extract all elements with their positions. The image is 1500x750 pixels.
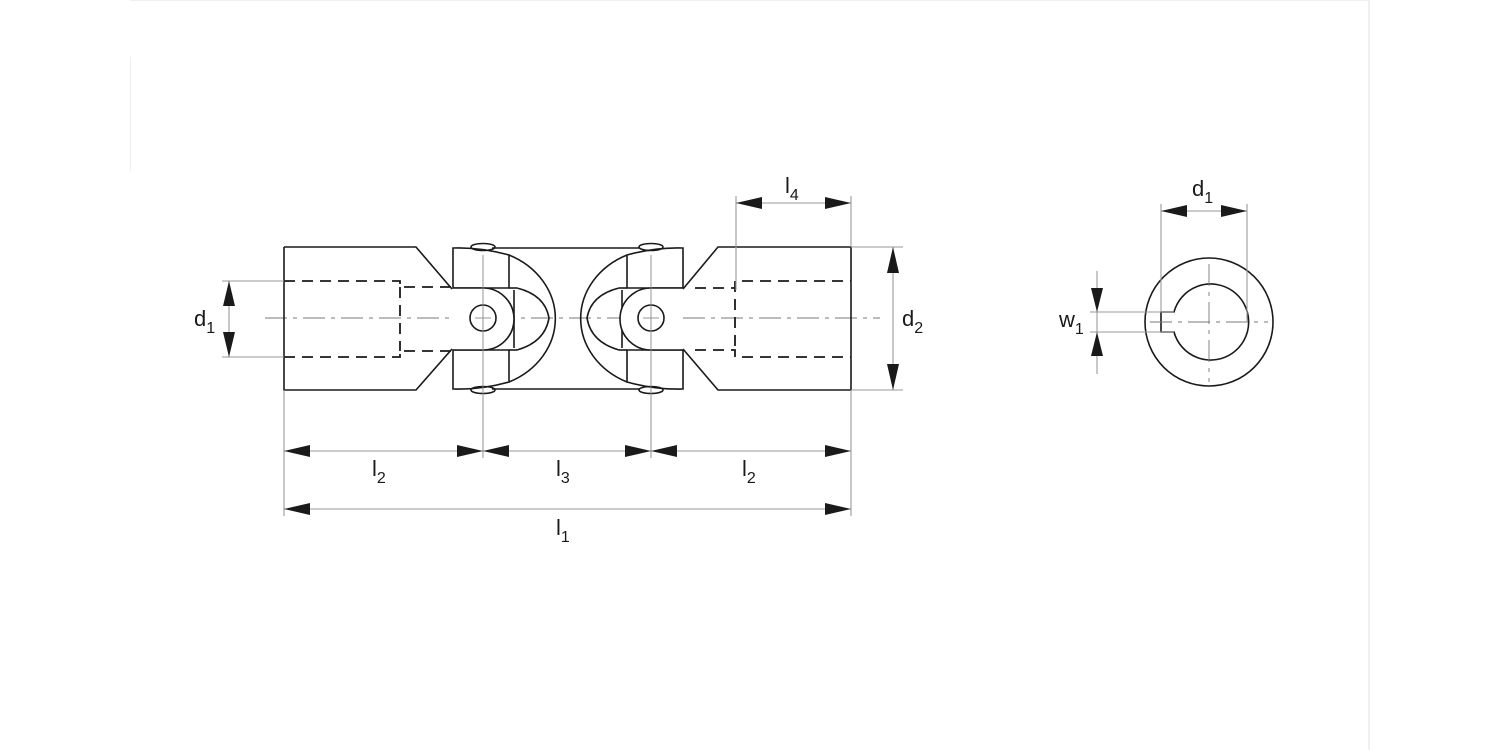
frame-right-border — [1368, 0, 1370, 750]
dimension-l2-left: l2 — [284, 445, 483, 487]
right-yoke — [579, 242, 684, 396]
frame-top-border — [130, 0, 1370, 1]
svg-text:l4: l4 — [785, 173, 799, 204]
right-bore-hidden — [695, 280, 851, 358]
dimension-d1-end: d1 — [1160, 176, 1248, 322]
dimension-d2: d2 — [851, 246, 923, 391]
side-view: d1 d2 l4 l2 — [194, 173, 923, 546]
dimension-l3: l3 — [483, 445, 651, 487]
dimension-l4: l4 — [735, 173, 852, 290]
dimension-w1: w1 — [1058, 271, 1174, 374]
svg-text:l2: l2 — [742, 456, 756, 487]
svg-text:w1: w1 — [1058, 307, 1084, 338]
left-hub-outline — [283, 246, 453, 391]
frame-left-border — [130, 57, 131, 171]
svg-text:d2: d2 — [902, 306, 923, 337]
svg-text:d1: d1 — [194, 306, 215, 337]
svg-text:l2: l2 — [372, 456, 386, 487]
svg-text:l1: l1 — [556, 515, 570, 546]
left-bore-hidden — [284, 280, 452, 358]
left-yoke — [452, 242, 557, 396]
svg-text:d1: d1 — [1192, 176, 1213, 207]
dimension-l1: l1 — [284, 503, 851, 546]
outer-diameter-circle — [1144, 257, 1274, 387]
right-hub-outline — [682, 246, 852, 391]
keyed-bore-outline — [1160, 283, 1250, 361]
end-view: d1 w1 — [1058, 176, 1274, 387]
svg-text:l3: l3 — [556, 456, 570, 487]
dimension-l2-right: l2 — [651, 445, 851, 487]
dimension-d1-side: d1 — [194, 280, 284, 358]
